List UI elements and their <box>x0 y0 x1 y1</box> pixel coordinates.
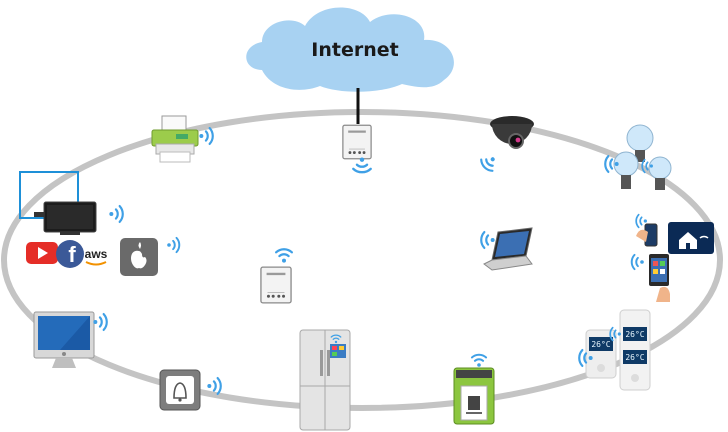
wifi-icon <box>108 204 124 224</box>
internet-label: Internet <box>311 39 398 61</box>
wifi-icon <box>92 313 108 331</box>
wifi-icon <box>470 353 488 368</box>
thermostat-reading-top: 26°C <box>625 330 644 339</box>
wifi-icon <box>352 156 372 174</box>
thermostats[interactable]: 26°C 26°C 26°C <box>578 309 651 391</box>
wifi-icon <box>630 253 645 271</box>
imac[interactable] <box>33 311 108 368</box>
camera-icon <box>490 116 534 149</box>
coffee-machine-icon <box>453 367 495 425</box>
thermostat-reading-left: 26°C <box>591 340 610 349</box>
cloud-shape <box>246 7 454 92</box>
dome-camera[interactable] <box>477 116 534 175</box>
printer[interactable] <box>151 115 214 163</box>
wifi-icon <box>480 230 496 250</box>
imac-icon <box>33 311 95 368</box>
thermostat-icon: 26°C 26°C 26°C <box>585 309 651 391</box>
laptop[interactable] <box>480 227 533 271</box>
wifi-icon <box>477 151 501 175</box>
tablet-icon <box>636 222 714 302</box>
aws-logo-text: aws <box>85 247 108 261</box>
refrigerator[interactable] <box>299 329 351 431</box>
facebook-logo-text: f <box>68 242 76 267</box>
smart-bulbs[interactable] <box>604 124 672 190</box>
fridge-icon <box>299 329 351 431</box>
laptop-icon <box>483 227 533 271</box>
smart-home-tablet[interactable] <box>630 213 714 302</box>
bulb-icon <box>613 124 672 190</box>
doorbell[interactable] <box>159 369 222 411</box>
wifi-icon <box>275 248 293 264</box>
router-icon <box>260 266 292 304</box>
apple-tv[interactable] <box>120 236 181 276</box>
wifi-icon <box>166 236 181 254</box>
service-logos: f aws <box>26 240 108 268</box>
router-icon <box>342 124 372 160</box>
smart-tv[interactable] <box>19 171 124 235</box>
thermostat-reading-bottom: 26°C <box>625 353 644 362</box>
facebook-icon: f <box>56 240 84 268</box>
bell-icon <box>159 369 201 411</box>
coffee-machine[interactable] <box>453 353 495 425</box>
internet-cloud: Internet <box>246 7 454 92</box>
apple-icon <box>120 238 158 276</box>
aws-icon: aws <box>85 247 108 266</box>
router-top[interactable] <box>342 124 372 174</box>
network-ring <box>1 109 723 411</box>
printer-icon <box>151 115 199 163</box>
tv-icon <box>34 201 97 235</box>
youtube-icon <box>26 242 58 264</box>
router-center[interactable] <box>260 248 293 304</box>
